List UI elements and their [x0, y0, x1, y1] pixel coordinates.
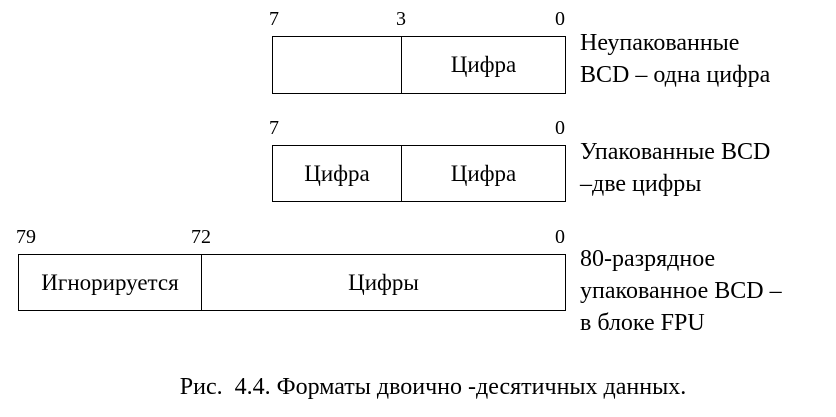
description-line: 80-разрядное	[580, 246, 716, 272]
high-digit-field: Цифра	[304, 160, 370, 186]
fpu-packed-bcd-description: 80-разрядное упакованное BCD – в блоке F…	[580, 243, 782, 339]
bit-label-0: 0	[555, 226, 565, 248]
packed-bcd-description: Упакованные BCD –две цифры	[580, 136, 770, 200]
description-line: Упакованные BCD	[580, 139, 771, 165]
bit-label-7: 7	[269, 117, 279, 139]
bit-label-79: 79	[16, 226, 36, 248]
bit-label-7: 7	[269, 8, 279, 30]
description-line: упакованное BCD –	[580, 278, 782, 304]
bit-label-0: 0	[555, 117, 565, 139]
packed-bcd-byte: Цифра Цифра	[272, 145, 566, 202]
description-line: Неупакованные	[580, 30, 740, 56]
description-line: BCD – одна цифра	[580, 62, 771, 88]
unpacked-bcd-description: Неупакованные BCD – одна цифра	[580, 27, 770, 91]
fpu-packed-bcd-register: Игнорируется Цифры	[18, 254, 566, 311]
description-line: –две цифры	[580, 171, 702, 197]
unused-high-nibble	[273, 37, 401, 93]
unpacked-bcd-byte: Цифра	[272, 36, 566, 94]
digit-field: Цифра	[401, 37, 565, 93]
bit-label-72: 72	[191, 226, 211, 248]
low-digit-field: Цифра	[401, 146, 565, 201]
description-line: в блоке FPU	[580, 310, 705, 336]
bit-label-3: 3	[396, 8, 406, 30]
digits-field: Цифры	[201, 255, 565, 310]
ignored-field: Игнорируется	[41, 269, 179, 295]
bit-label-0: 0	[555, 8, 565, 30]
figure-caption: Рис. 4.4. Форматы двоично -десятичных да…	[179, 374, 687, 400]
